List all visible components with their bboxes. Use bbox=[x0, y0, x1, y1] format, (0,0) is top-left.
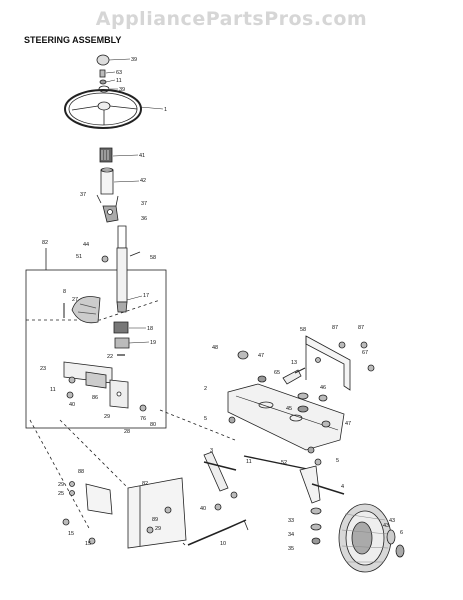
callout-11: 11 bbox=[116, 78, 122, 84]
callout-47: 47 bbox=[258, 353, 264, 359]
callout-40: 40 bbox=[200, 506, 206, 512]
callout-23: 23 bbox=[40, 366, 46, 372]
callout-5: 5 bbox=[336, 458, 339, 464]
lower-mounting-bracket-part bbox=[127, 477, 222, 549]
callout-10: 10 bbox=[220, 541, 226, 547]
callout-11: 11 bbox=[246, 459, 252, 465]
callout-43: 43 bbox=[389, 518, 395, 524]
callout-87: 87 bbox=[332, 325, 338, 331]
callout-35: 35 bbox=[288, 546, 294, 552]
pinion-gear-part bbox=[113, 321, 130, 356]
callout-52: 52 bbox=[281, 460, 287, 466]
spindle-and-tie-rod-part bbox=[203, 451, 345, 545]
callout-89: 89 bbox=[152, 517, 158, 523]
axle-support-bracket-part bbox=[305, 335, 375, 391]
callout-37: 37 bbox=[80, 192, 86, 198]
callout-11: 11 bbox=[50, 387, 56, 393]
callout-27: 27 bbox=[72, 297, 78, 303]
steering-wheel-part bbox=[64, 89, 142, 129]
steering-subassembly-group-box bbox=[25, 269, 167, 429]
callout-40: 40 bbox=[69, 402, 75, 408]
callout-51: 51 bbox=[76, 254, 82, 260]
callout-82: 82 bbox=[142, 481, 148, 487]
adapter-bushing-part bbox=[99, 147, 114, 195]
spindle-bushings-part bbox=[237, 350, 331, 428]
callout-15: 15 bbox=[85, 541, 91, 547]
callout-82: 82 bbox=[42, 240, 48, 246]
callout-19: 19 bbox=[150, 340, 156, 346]
callout-18: 18 bbox=[147, 326, 153, 332]
callout-44: 44 bbox=[83, 242, 89, 248]
callout-29: 29 bbox=[155, 526, 161, 532]
callout-25: 25 bbox=[58, 491, 64, 497]
steering-gear-sector-part bbox=[63, 296, 101, 324]
callout-87: 87 bbox=[358, 325, 364, 331]
callout-45: 45 bbox=[286, 406, 292, 412]
callout-41: 41 bbox=[139, 153, 145, 159]
callout-8: 8 bbox=[63, 289, 66, 295]
steering-shaft-part bbox=[116, 225, 128, 313]
callout-67: 67 bbox=[362, 350, 368, 356]
column-bracket-part bbox=[96, 194, 119, 223]
drag-link-part bbox=[187, 519, 249, 546]
hardware-51-58 bbox=[101, 251, 141, 263]
callout-58: 58 bbox=[150, 255, 156, 261]
callout-42: 42 bbox=[140, 178, 146, 184]
callout-86: 86 bbox=[92, 395, 98, 401]
callout-36: 36 bbox=[141, 216, 147, 222]
leader-lines bbox=[105, 58, 164, 344]
callout-5: 5 bbox=[204, 416, 207, 422]
callout-6: 6 bbox=[400, 530, 403, 536]
callout-48: 48 bbox=[212, 345, 218, 351]
callout-labels: 39 63 11 39 1 41 42 37 37 36 82 44 51 58… bbox=[40, 57, 403, 552]
left-bracket-hardware-part bbox=[62, 481, 113, 545]
callout-13: 13 bbox=[291, 360, 297, 366]
callout-65: 65 bbox=[274, 370, 280, 376]
callout-46: 46 bbox=[320, 385, 326, 391]
steering-frame-bracket-part bbox=[63, 361, 147, 412]
callout-1: 1 bbox=[164, 107, 167, 113]
callout-4: 4 bbox=[341, 484, 344, 490]
diagram-title: STEERING ASSEMBLY bbox=[24, 35, 122, 45]
callout-29: 29 bbox=[104, 414, 110, 420]
callout-63: 63 bbox=[116, 70, 122, 76]
callout-29: 29 bbox=[58, 482, 64, 488]
front-wheel-part bbox=[338, 503, 405, 573]
dashed-assembly-path bbox=[26, 299, 236, 546]
callout-88: 88 bbox=[78, 469, 84, 475]
callout-2: 2 bbox=[204, 386, 207, 392]
callout-15: 15 bbox=[68, 531, 74, 537]
callout-37: 37 bbox=[141, 201, 147, 207]
callout-43: 43 bbox=[383, 523, 389, 529]
watermark: AppliancePartsPros.com bbox=[95, 8, 368, 30]
callout-47: 47 bbox=[345, 421, 351, 427]
callout-76: 76 bbox=[140, 416, 146, 422]
callout-28: 28 bbox=[124, 429, 130, 435]
steering-cap-part bbox=[96, 54, 110, 93]
callout-22: 22 bbox=[107, 354, 113, 360]
callout-17: 17 bbox=[143, 293, 149, 299]
callout-80: 80 bbox=[150, 422, 156, 428]
callout-39: 39 bbox=[119, 87, 125, 93]
callout-33: 33 bbox=[288, 518, 294, 524]
callout-34: 34 bbox=[288, 532, 294, 538]
callout-39: 39 bbox=[131, 57, 137, 63]
front-axle-part bbox=[227, 383, 345, 454]
callout-58: 58 bbox=[300, 327, 306, 333]
callout-3: 3 bbox=[210, 448, 213, 454]
